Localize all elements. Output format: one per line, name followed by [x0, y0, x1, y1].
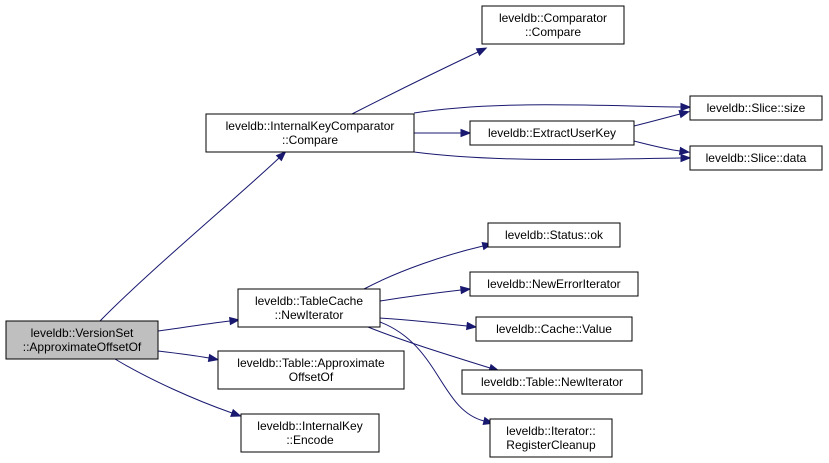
arrowhead-icon — [460, 285, 472, 295]
node-table-cache[interactable]: leveldb::TableCache::NewIterator — [237, 288, 381, 328]
node-register-cleanup[interactable]: leveldb::Iterator::RegisterCleanup — [489, 418, 613, 458]
node-comparator[interactable]: leveldb::Comparator::Compare — [481, 5, 625, 45]
node-box — [205, 113, 415, 153]
edge-internal_key_comparator-to-comparator — [351, 47, 488, 115]
node-box — [217, 350, 405, 390]
edge-table_cache-to-new_error_iterator — [379, 285, 472, 302]
node-cache-value[interactable]: leveldb::Cache::Value — [475, 316, 633, 342]
node-label: OffsetOf — [289, 370, 334, 384]
arrowhead-icon — [230, 408, 242, 417]
node-label: ::NewIterator — [275, 308, 344, 322]
edge-line — [413, 104, 682, 114]
edge-line — [633, 113, 681, 127]
node-label: leveldb::ExtractUserKey — [488, 126, 616, 140]
edge-line — [351, 51, 479, 115]
edge-extract_user_key-to-slice_data — [633, 140, 691, 156]
edge-line — [363, 245, 484, 290]
arrowhead-icon — [475, 47, 488, 57]
arrowhead-icon — [275, 150, 287, 162]
node-box — [469, 120, 635, 146]
node-label: ::Encode — [286, 433, 334, 447]
node-label: leveldb::InternalKey — [257, 419, 362, 433]
edge-root-to-internal_key_comparator — [99, 150, 287, 322]
edge-line — [379, 317, 468, 327]
node-label: leveldb::TableCache — [255, 294, 363, 308]
node-box — [475, 316, 633, 342]
node-box — [689, 145, 823, 171]
node-slice-data[interactable]: leveldb::Slice::data — [689, 145, 823, 171]
edge-line — [157, 350, 210, 359]
edge-line — [379, 321, 485, 422]
node-label: leveldb::Slice::size — [707, 101, 806, 115]
node-label: leveldb::Table::NewIterator — [481, 375, 623, 389]
edge-internal_key_comparator-to-slice_data — [413, 151, 692, 163]
edge-line — [157, 320, 231, 332]
node-box — [689, 95, 823, 121]
node-label: leveldb::Table::Approximate — [237, 356, 385, 370]
arrowhead-icon — [229, 316, 241, 326]
node-box — [487, 222, 621, 248]
edge-internal_key_comparator-to-slice_size — [413, 102, 692, 114]
node-new-error-iterator[interactable]: leveldb::NewErrorIterator — [469, 271, 639, 297]
node-label: leveldb::Iterator:: — [506, 424, 595, 438]
node-internal-key-encode[interactable]: leveldb::InternalKey::Encode — [240, 413, 380, 453]
nodes-layer: leveldb::VersionSet::ApproximateOffsetOf… — [5, 5, 823, 458]
edge-root-to-table_approximate — [157, 350, 220, 363]
node-label: ::Compare — [525, 25, 581, 39]
edges-layer — [99, 47, 692, 425]
node-box — [489, 418, 613, 458]
node-label: leveldb::NewErrorIterator — [487, 277, 620, 291]
node-label: leveldb::Slice::data — [706, 151, 807, 165]
node-box — [237, 288, 381, 328]
node-status-ok[interactable]: leveldb::Status::ok — [487, 222, 621, 248]
arrowhead-icon — [207, 353, 220, 363]
node-label: leveldb::Cache::Value — [496, 322, 612, 336]
node-box — [481, 5, 625, 45]
node-extract-user-key[interactable]: leveldb::ExtractUserKey — [469, 120, 635, 146]
node-label: leveldb::VersionSet — [31, 326, 134, 340]
node-label: leveldb::Comparator — [499, 11, 607, 25]
arrowhead-icon — [678, 146, 691, 156]
arrowhead-icon — [680, 153, 692, 163]
edge-line — [633, 140, 681, 152]
arrowhead-icon — [460, 128, 472, 138]
node-label: leveldb::InternalKeyComparator — [226, 119, 395, 133]
node-box — [469, 271, 639, 297]
edge-line — [99, 157, 280, 322]
node-box — [5, 320, 159, 360]
edge-line — [114, 358, 233, 414]
edge-line — [379, 289, 462, 302]
node-label: leveldb::Status::ok — [505, 228, 604, 242]
node-label: RegisterCleanup — [506, 438, 596, 452]
node-box — [240, 413, 380, 453]
edge-internal_key_comparator-to-extract_user_key — [414, 128, 472, 138]
arrowhead-icon — [680, 102, 692, 112]
arrowhead-icon — [678, 110, 691, 119]
node-label: ::ApproximateOffsetOf — [23, 340, 142, 354]
edge-line — [367, 326, 491, 369]
node-slice-size[interactable]: leveldb::Slice::size — [689, 95, 823, 121]
node-root[interactable]: leveldb::VersionSet::ApproximateOffsetOf — [5, 320, 159, 360]
edge-root-to-internal_key_encode — [114, 358, 242, 417]
arrowhead-icon — [466, 321, 478, 331]
edge-extract_user_key-to-slice_size — [633, 110, 691, 127]
node-internal-key-comparator[interactable]: leveldb::InternalKeyComparator::Compare — [205, 113, 415, 153]
edge-root-to-table_cache — [157, 316, 241, 332]
node-table-approximate[interactable]: leveldb::Table::ApproximateOffsetOf — [217, 350, 405, 390]
node-label: ::Compare — [282, 133, 338, 147]
node-table-new-iterator[interactable]: leveldb::Table::NewIterator — [461, 369, 643, 395]
node-box — [461, 369, 643, 395]
edge-table_cache-to-cache_value — [379, 317, 478, 331]
edge-line — [413, 151, 682, 161]
